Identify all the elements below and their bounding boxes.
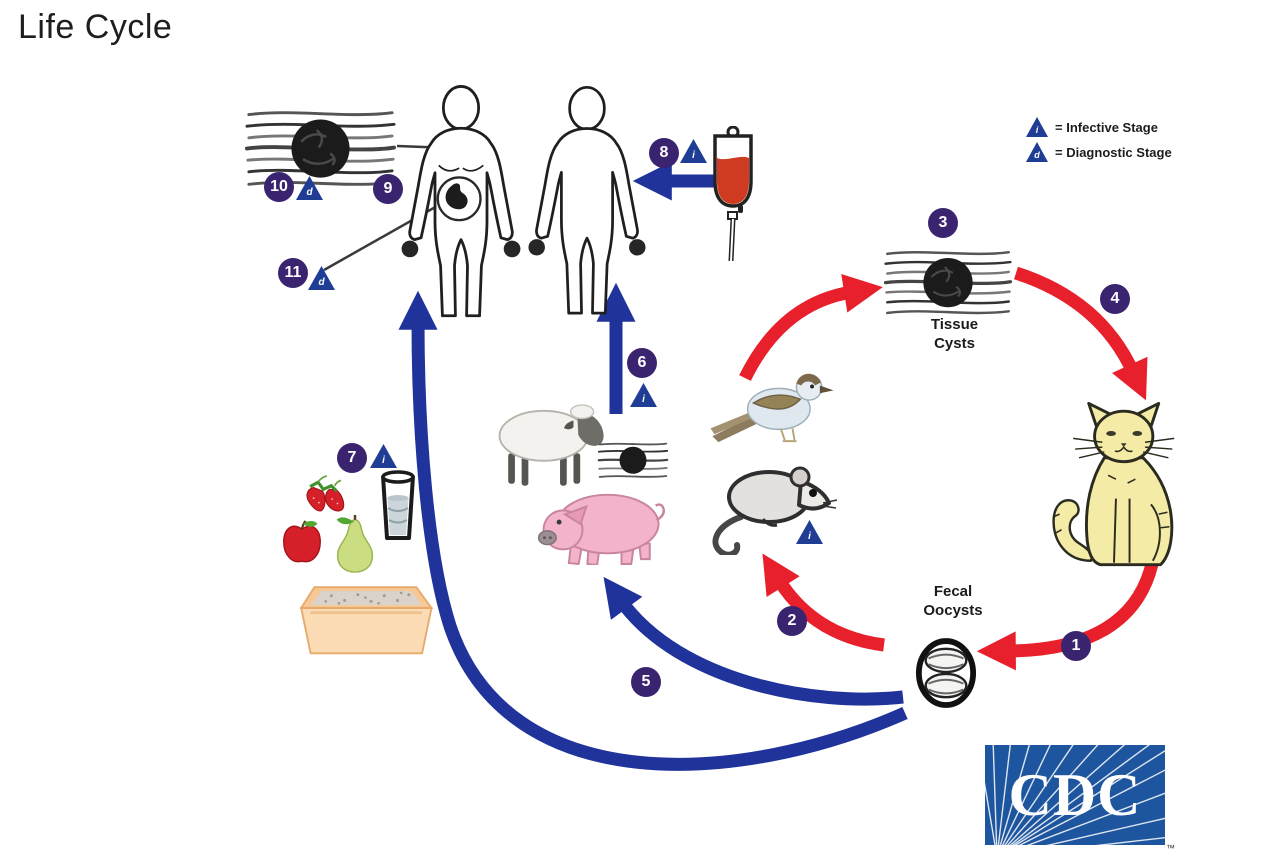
pregnant-woman-figure <box>401 85 521 318</box>
arrow-1-cat-to-oocysts <box>976 562 1159 671</box>
bird-icon <box>710 373 834 443</box>
cat-whiskers <box>1073 437 1175 459</box>
stage-11-triangle-symbol: d <box>318 277 325 288</box>
infective-stage-symbol: i <box>1035 125 1039 135</box>
right-fist <box>629 239 646 256</box>
arrow-5-oocysts-to-pig <box>603 576 904 706</box>
legend-diagnostic-label: = Diagnostic Stage <box>1055 144 1172 160</box>
legend-diagnostic-row: d = Diagnostic Stage <box>1026 142 1172 162</box>
legend-infective-row: i = Infective Stage <box>1026 117 1172 137</box>
left-fist <box>528 239 545 256</box>
stage-2-badge: 2 <box>777 606 807 636</box>
blood-fill <box>717 156 749 204</box>
cdc-logo-rays <box>985 745 1165 845</box>
stage-7-triangle-symbol: i <box>382 455 385 466</box>
strawberries-icon <box>306 475 345 512</box>
sheep-icon <box>498 404 604 486</box>
sheep-body <box>498 409 589 462</box>
stage-11-badge: 11 <box>278 258 308 288</box>
stage-6-badge: 6 <box>627 348 657 378</box>
mouse-icon <box>712 466 838 555</box>
blood-bag-icon <box>713 126 753 261</box>
mouse-triangle-symbol: i <box>808 531 811 542</box>
blue-transmission-arrows <box>398 161 908 771</box>
legend-infective-label: = Infective Stage <box>1055 119 1158 135</box>
cdc-logo-text: CDC <box>1008 762 1142 828</box>
red-cycle-arrows <box>739 266 1159 671</box>
pear-icon <box>336 514 374 573</box>
right-fist <box>503 240 521 258</box>
stage-8-triangle-symbol: i <box>692 150 695 161</box>
diagnostic-stage-icon: d <box>1026 142 1048 162</box>
arrow-7-oocysts-to-human <box>398 290 908 771</box>
mouse-ear <box>789 466 811 488</box>
fetus-illustration <box>445 183 468 210</box>
arrow-bird-to-tissue-cysts <box>739 273 883 381</box>
mouse-tail <box>712 514 744 555</box>
bird-wing <box>751 394 802 410</box>
stage-6-triangle-symbol: i <box>642 394 645 405</box>
tissue-cyst-left-illustration <box>244 111 397 186</box>
cyst-body <box>291 119 350 178</box>
pig-tail <box>655 503 665 522</box>
cat-tail <box>1052 499 1094 562</box>
pig-icon <box>537 493 665 565</box>
apple-icon <box>283 520 321 563</box>
stage-4-badge: 4 <box>1100 284 1130 314</box>
pig-snout <box>537 530 557 546</box>
diagnostic-stage-symbol: d <box>1034 150 1040 160</box>
stage-3-badge: 3 <box>928 208 958 238</box>
tissue-cyst-right-illustration <box>883 250 1013 315</box>
fecal-oocysts-label: Fecal Oocysts <box>923 583 983 619</box>
stage-10-badge: 10 <box>264 172 294 202</box>
stage-7-badge: 7 <box>337 443 367 473</box>
fecal-oocyst-illustration <box>915 638 977 708</box>
stage-9-badge: 9 <box>373 174 403 204</box>
legend: i = Infective Stage d = Diagnostic Stage <box>1026 117 1172 167</box>
bird-beak <box>819 385 834 394</box>
water-fill <box>387 498 409 535</box>
stage-10-triangle-symbol: d <box>306 187 313 198</box>
stage-8-badge: 8 <box>649 138 679 168</box>
water-glass-icon <box>381 470 415 540</box>
stage-1-badge: 1 <box>1061 631 1091 661</box>
sheep-head <box>577 413 604 446</box>
stage-5-badge: 5 <box>631 667 661 697</box>
cat-head <box>1093 409 1155 464</box>
man-figure <box>528 85 646 315</box>
cat-icon <box>1052 401 1175 567</box>
cdc-trademark: ™ <box>1166 843 1175 853</box>
arrow-2-oocysts-to-mouse <box>762 553 885 652</box>
arrow-4-tissue-cysts-to-cat <box>1014 266 1148 401</box>
left-fist <box>401 240 419 258</box>
litter-box-icon <box>299 586 434 655</box>
tissue-cysts-label: Tissue Cysts <box>930 316 979 352</box>
infective-stage-icon: i <box>1026 117 1048 137</box>
page-title: Life Cycle <box>18 8 173 46</box>
cdc-logo: CDC <box>985 745 1165 845</box>
pig-ear <box>562 504 588 526</box>
tissue-cyst-small-illustration <box>597 442 669 478</box>
